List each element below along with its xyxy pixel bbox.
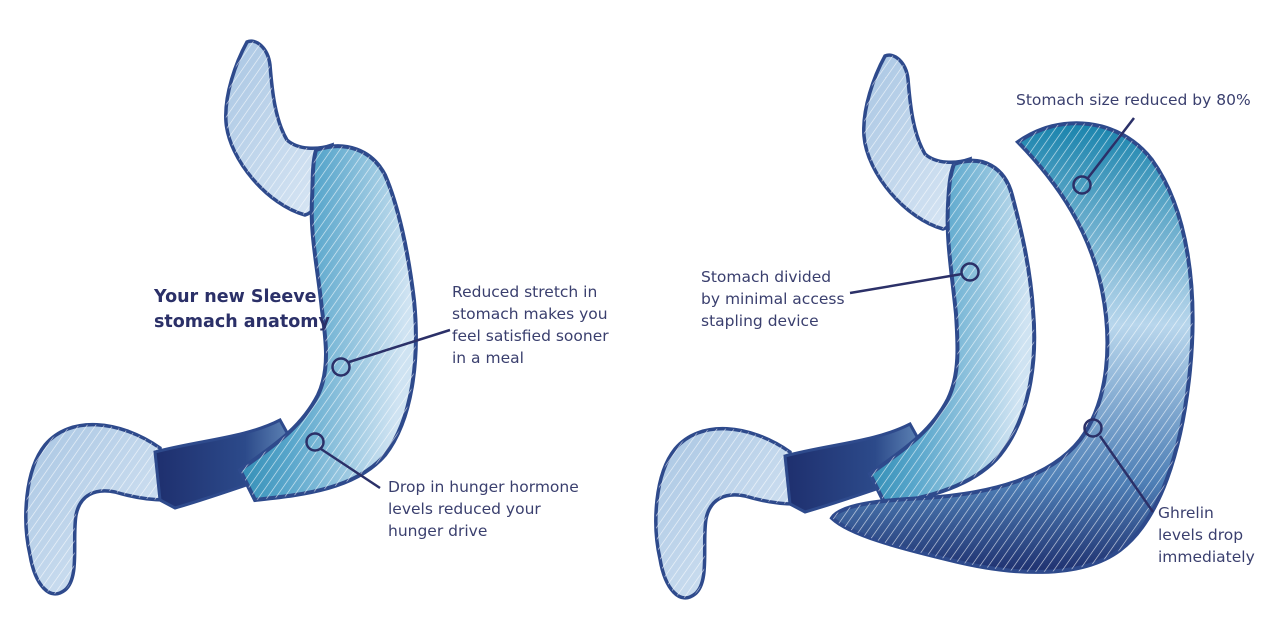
ghrelin-marker (1083, 418, 1103, 438)
divided-line-3: stapling device (701, 312, 819, 330)
ghrelin-line-3: immediately (1158, 548, 1255, 566)
size-callout: Stomach size reduced by 80% (1016, 89, 1251, 111)
stretch-callout: Reduced stretch in stomach makes you fee… (452, 281, 609, 369)
ghrelin-line-1: Ghrelin (1158, 504, 1214, 522)
stretch-marker (331, 357, 351, 377)
removed-stomach-portion (829, 121, 1195, 574)
left-title-line-2: stomach anatomy (154, 312, 330, 332)
divided-line-1: Stomach divided (701, 268, 832, 286)
hormone-line-1: Drop in hunger hormone (388, 478, 579, 496)
ghrelin-line-2: levels drop (1158, 526, 1244, 544)
stretch-line-3: feel satisfied sooner (452, 327, 609, 345)
divided-marker (960, 262, 980, 282)
left-callout-markers (305, 328, 451, 490)
hormone-line-3: hunger drive (388, 522, 488, 540)
hormone-marker (305, 432, 325, 452)
divided-callout: Stomach divided by minimal access stapli… (701, 266, 845, 332)
left-title: Your new Sleeve stomach anatomy (154, 285, 330, 335)
stretch-line-4: in a meal (452, 349, 524, 367)
divided-leader-line (849, 272, 963, 295)
stretch-line-2: stomach makes you (452, 305, 608, 323)
ghrelin-leader-line (1098, 435, 1155, 513)
stretch-leader-line (348, 328, 451, 364)
right-callout-markers (849, 117, 1155, 513)
hormone-leader-line (320, 447, 381, 490)
left-title-line-1: Your new Sleeve (154, 287, 317, 307)
hormone-line-2: levels reduced your (388, 500, 541, 518)
stretch-line-1: Reduced stretch in (452, 283, 598, 301)
divided-line-2: by minimal access (701, 290, 845, 308)
right-stomach (654, 53, 1037, 600)
size-marker (1072, 175, 1092, 195)
size-line-1: Stomach size reduced by 80% (1016, 91, 1251, 109)
hormone-callout: Drop in hunger hormone levels reduced yo… (388, 476, 579, 542)
ghrelin-callout: Ghrelin levels drop immediately (1158, 502, 1255, 568)
size-leader-line (1087, 117, 1135, 179)
left-stomach (24, 39, 418, 596)
